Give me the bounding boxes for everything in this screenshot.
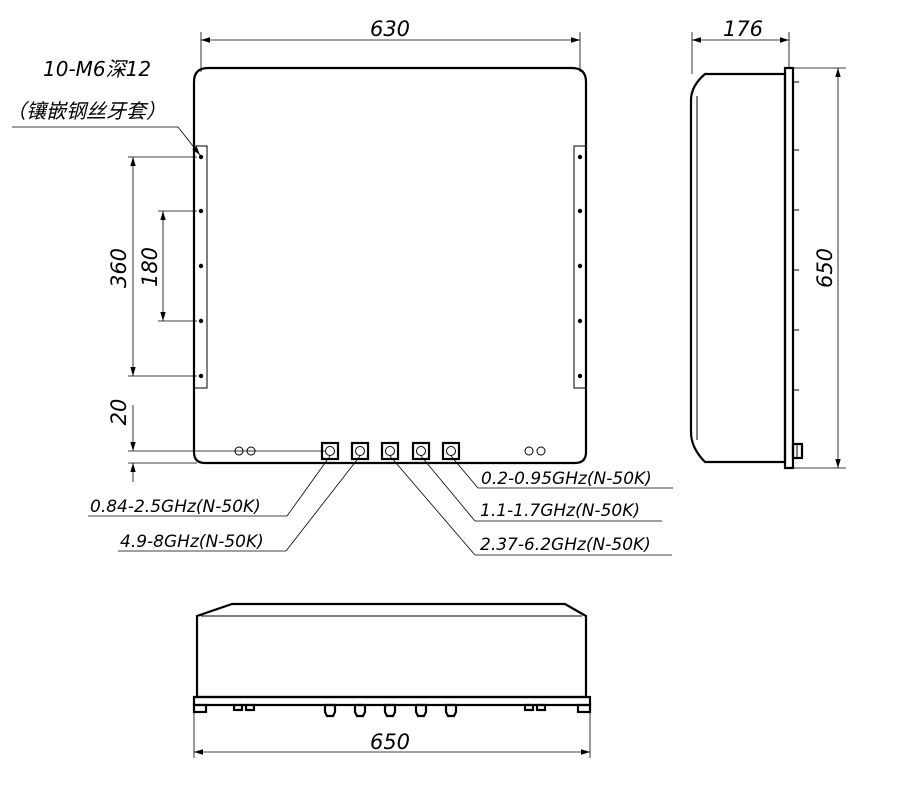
dim-630: 630	[200, 17, 581, 72]
dim-180: 180	[138, 210, 197, 322]
rf-connectors	[320, 441, 461, 461]
mount-note-line2: （镶嵌钢丝牙套）	[6, 99, 166, 123]
side-depth-dim-text: 176	[723, 17, 763, 41]
dim-650-horizontal: 650	[193, 712, 591, 758]
front-width-dim-text: 630	[370, 17, 410, 41]
connector-2	[350, 441, 370, 461]
dim-180-text: 180	[138, 247, 162, 287]
bottom-flange	[192, 695, 592, 707]
port-label-2: 4.9-8GHz(N-50K)	[120, 532, 264, 552]
side-height-dim-text: 650	[813, 248, 837, 288]
right-mounting-rail	[573, 145, 587, 389]
mount-note-line1: 10-M6深12	[43, 57, 151, 81]
port-label-5: 2.37-6.2GHz(N-50K)	[480, 535, 651, 555]
front-housing-outline	[192, 66, 588, 465]
dim-650-vertical: 650	[793, 67, 846, 469]
port-label-4: 1.1-1.7GHz(N-50K)	[480, 501, 640, 521]
mount-note: 10-M6深12 （镶嵌钢丝牙套）	[6, 57, 201, 156]
bottom-view: 650	[192, 602, 592, 758]
side-view: 176 650	[689, 17, 846, 470]
bottom-vents	[232, 703, 547, 712]
dim-20-text: 20	[107, 399, 131, 426]
dim-360: 360	[107, 156, 197, 377]
dim-20: 20	[107, 399, 325, 482]
connector-3	[380, 441, 400, 461]
left-mounting-rail	[193, 145, 208, 389]
port-label-1: 0.84-2.5GHz(N-50K)	[90, 497, 261, 517]
side-flange-marks	[793, 81, 799, 391]
connector-4	[411, 441, 431, 461]
dim-360-text: 360	[107, 248, 131, 288]
dim-176: 176	[691, 17, 790, 74]
bottom-width-dim-text: 650	[370, 730, 410, 754]
port-label-3: 0.2-0.95GHz(N-50K)	[481, 469, 652, 489]
front-view: 630 360 180 20 10-M6深12 （镶嵌钢丝牙套）	[6, 17, 673, 556]
side-flange	[783, 66, 795, 470]
bottom-connectors	[323, 703, 458, 718]
side-housing-outline	[689, 72, 787, 464]
bottom-housing-outline	[195, 602, 588, 699]
port-callouts: 0.84-2.5GHz(N-50K) 4.9-8GHz(N-50K) 0.2-0…	[88, 455, 673, 556]
connector-5	[441, 441, 461, 461]
